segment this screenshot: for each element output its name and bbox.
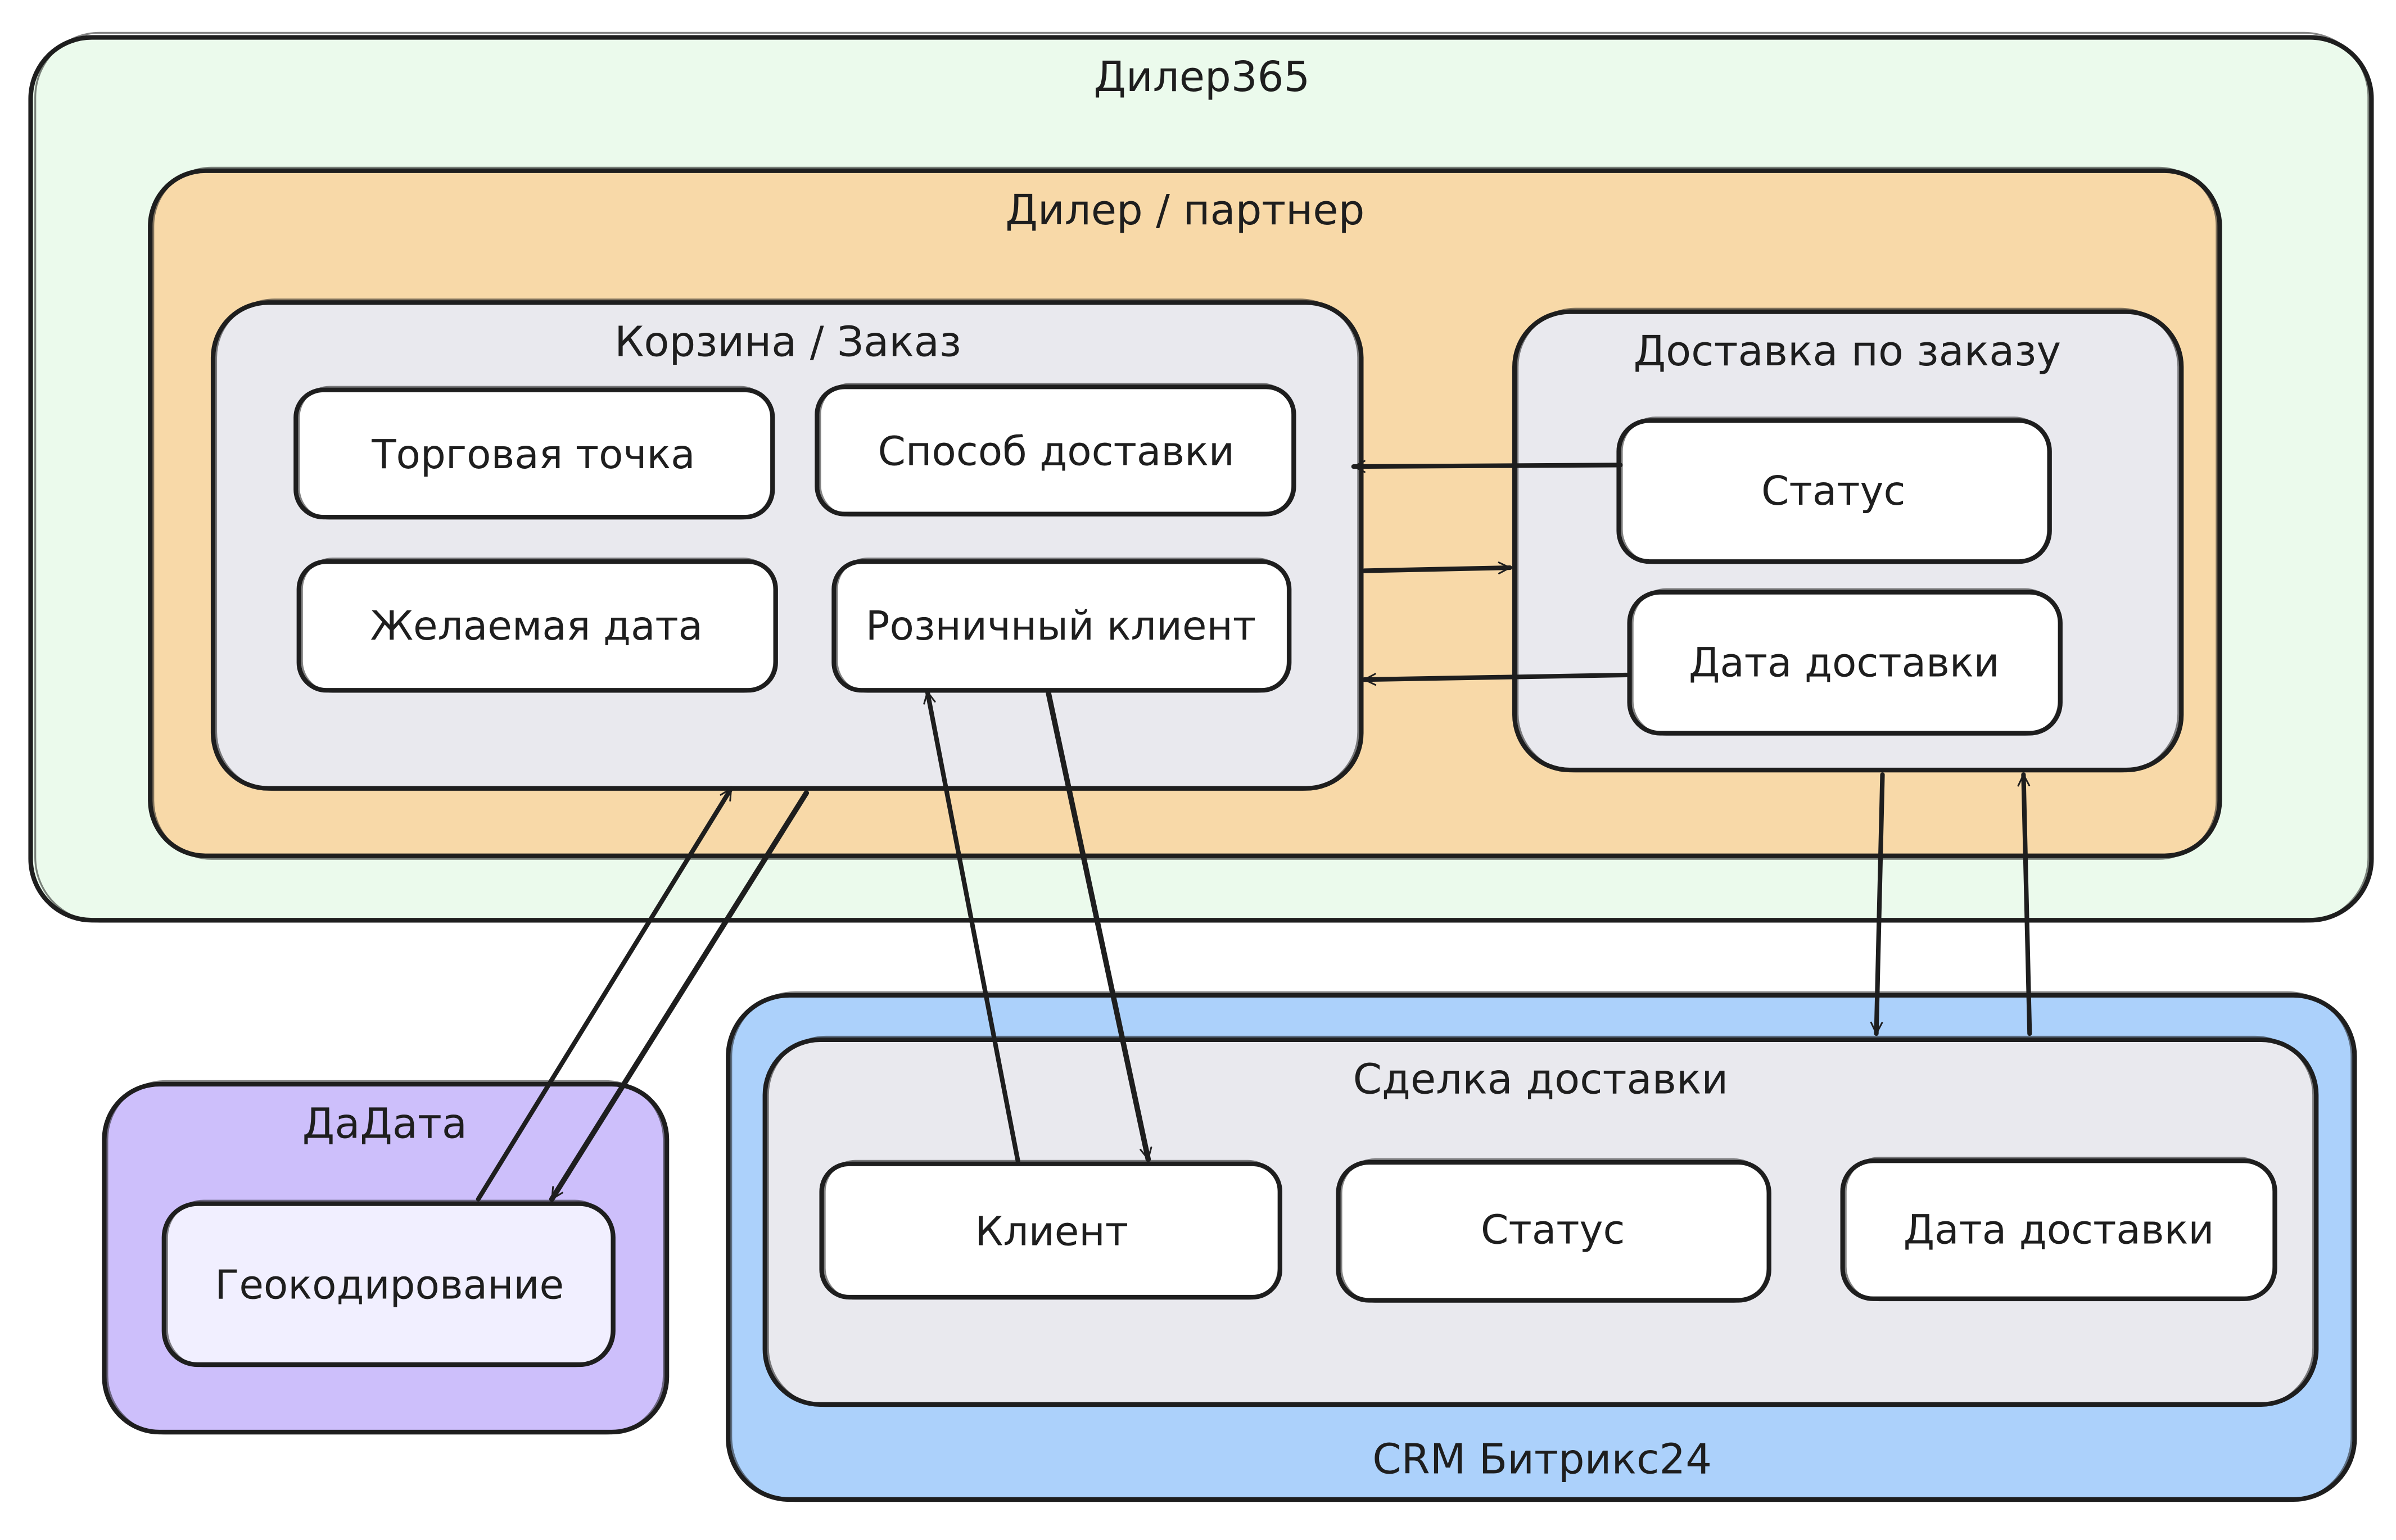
node-order-delivery-date-label: Дата доставки: [1689, 640, 2000, 686]
arrow-delivery-date-to-cart: [1362, 672, 1629, 686]
node-deal-delivery-date-label: Дата доставки: [1904, 1207, 2214, 1253]
node-delivery-method-label: Способ доставки: [878, 428, 1235, 474]
arrow-cart-to-geocoding: [549, 790, 810, 1202]
node-order-status: Статус: [1616, 416, 2052, 564]
node-geocoding: Геокодирование: [161, 1199, 616, 1367]
node-deal-client-label: Клиент: [975, 1208, 1128, 1254]
diler365-title: Дилер365: [1093, 53, 1310, 101]
partner-title: Дилер / партнер: [1005, 187, 1364, 234]
cart-order-title: Корзина / Заказ: [614, 319, 961, 366]
arrow-retail-client-to-client: [1046, 690, 1152, 1162]
arrow-client-to-retail-client: [923, 689, 1020, 1163]
arrow-cart-to-order-delivery: [1362, 561, 1512, 574]
node-desired-date-label: Желаемая дата: [370, 603, 703, 649]
arrow-order-delivery-to-deal: [1870, 772, 1885, 1036]
arrow-geocoding-to-cart: [476, 786, 734, 1202]
node-order-delivery-date: Дата доставки: [1627, 588, 2063, 736]
node-deal-status: Статус: [1336, 1158, 1771, 1303]
cart-order-container: Корзина / Заказ: [210, 298, 1364, 791]
arrow-status-to-delivery-method: [1351, 460, 1623, 473]
node-trade-point: Торговая точка: [293, 386, 775, 520]
node-deal-delivery-date: Дата доставки: [1840, 1157, 2277, 1302]
node-retail-client-label: Розничный клиент: [866, 603, 1256, 649]
node-delivery-method: Способ доставки: [815, 383, 1296, 517]
dadata-title: ДаДата: [302, 1100, 467, 1148]
order-delivery-title: Доставка по заказу: [1634, 328, 2061, 375]
node-desired-date: Желаемая дата: [296, 558, 778, 693]
node-retail-client: Розничный клиент: [831, 558, 1292, 693]
node-order-status-label: Статус: [1761, 468, 1905, 514]
node-deal-status-label: Статус: [1481, 1207, 1625, 1253]
node-geocoding-label: Геокодирование: [215, 1262, 564, 1308]
delivery-deal-title: Сделка доставки: [1353, 1056, 1729, 1103]
arrow-deal-to-order-delivery: [2017, 772, 2032, 1036]
node-deal-client: Клиент: [819, 1159, 1282, 1300]
crm-bitrix24-title: CRM Битрикс24: [1372, 1436, 1712, 1484]
arrows: [476, 460, 2032, 1202]
node-trade-point-label: Торговая точка: [371, 431, 695, 478]
